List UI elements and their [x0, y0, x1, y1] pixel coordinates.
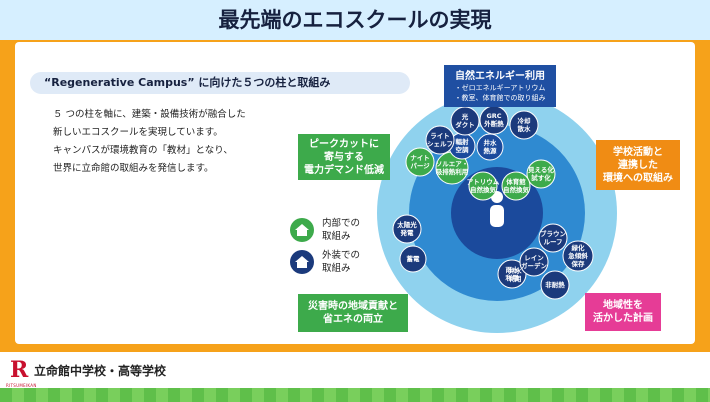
inner-node-label: 輻射 空調 — [455, 138, 469, 154]
outer-node-label: 冷却 散水 — [517, 117, 531, 133]
outer-node-label: ブラウン ルーフ — [540, 230, 566, 246]
callout-school-activity: 学校活動と 連携した 環境への取組み — [596, 140, 680, 190]
slide-title: 最先端のエコスクールの実現 — [218, 8, 492, 32]
outer-node-label: 雨水 利用 — [505, 266, 519, 282]
outer-node-circle — [538, 223, 568, 253]
inner-node-label: 体育館 自然換気 — [503, 178, 529, 194]
outer-node-label: 井水 利用 — [508, 267, 522, 283]
school-name: 立命館中学校・高等学校 — [34, 364, 167, 378]
house-icon-external — [290, 250, 314, 274]
inner-node-label: ナイト パージ — [410, 154, 430, 170]
callout-renewable-energy: 自然エネルギー利用 ・ゼロエネルギーアトリウム ・教室、体育館での取り組み — [444, 65, 556, 107]
callout-regional: 地域性を 活かした計画 — [585, 293, 661, 331]
body-text-line-2: 新しいエコスクールを実現しています。 — [53, 127, 223, 138]
grass-decoration — [0, 388, 710, 402]
outer-node-label: 緑化 急傾斜 保存 — [568, 244, 588, 268]
outer-node-label: 蓄電 — [406, 255, 420, 263]
section-heading: “Regenerative Campus” に向けた５つの柱と取組み — [30, 72, 410, 94]
callout-disaster: 災害時の地域貢献と 省エネの両立 — [298, 294, 408, 332]
renewable-sub-1: ・ゼロエネルギーアトリウム — [454, 83, 546, 92]
body-text-line-1: ５ つの柱を軸に、建築・設備技術が融合した — [53, 109, 246, 120]
outer-node-label: GRC 外断熱 — [484, 112, 504, 128]
outer-node-circle — [509, 110, 539, 140]
house-icon-internal — [290, 218, 314, 242]
outer-node-label: 非耐熱 — [545, 281, 565, 289]
inner-node-label: ソルエア・ 吸排熱利用 — [435, 160, 469, 176]
inner-node-label: 見える化 試す化 — [528, 166, 554, 182]
body-text-line-4: 世界に立命館の取組みを発信します。 — [53, 163, 214, 174]
legend-external-label: 外装での 取組み — [322, 250, 361, 274]
inner-node-label: 井水 熱源 — [483, 139, 497, 155]
outer-node-circle — [450, 106, 480, 136]
outer-node-circle — [392, 214, 422, 244]
outer-node-label: 光 ダクト — [455, 113, 475, 129]
outer-node-circle — [425, 125, 455, 155]
inner-node-label: アトリウム 自然換気 — [466, 178, 500, 194]
outer-node-label: レイン ガーデン — [521, 254, 547, 270]
outer-node-circle — [562, 240, 594, 272]
inner-node-circle — [526, 159, 556, 189]
school-logo: R — [10, 357, 29, 383]
outer-node-label: 太陽光 発電 — [397, 221, 417, 237]
renewable-title: 自然エネルギー利用 — [455, 70, 545, 82]
inner-node-circle — [468, 171, 498, 201]
legend-internal-label: 内部での 取組み — [322, 218, 361, 242]
outer-node-circle — [399, 245, 427, 273]
school-logo-sub: RITSUMEIKAN — [6, 383, 37, 388]
body-text-line-3: キャンパスが環境教育の「教材」となり、 — [53, 145, 233, 156]
outer-node-circle — [519, 247, 549, 277]
inner-node-circle — [476, 133, 504, 161]
outer-node-label: ライト シェルフ — [427, 132, 453, 148]
inner-node-circle — [501, 171, 531, 201]
renewable-sub-2: ・教室、体育館での取り組み — [454, 93, 546, 102]
callout-peak-cut: ピークカットに 寄与する 電力デマンド低減 — [298, 134, 390, 180]
outer-node-circle — [540, 270, 570, 300]
inner-node-circle — [405, 147, 435, 177]
